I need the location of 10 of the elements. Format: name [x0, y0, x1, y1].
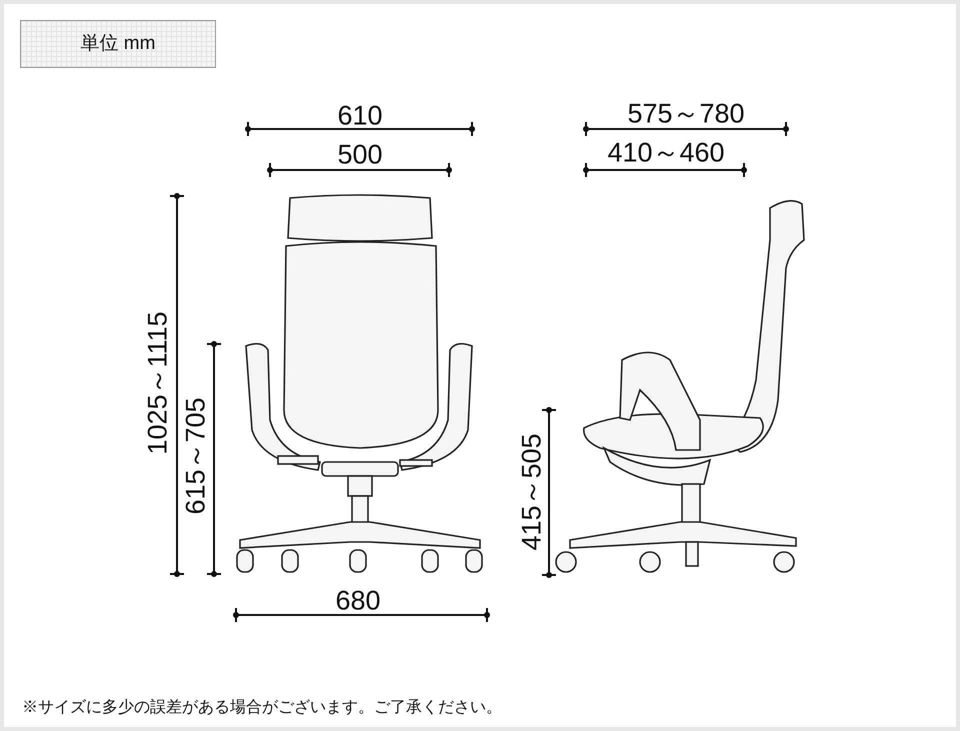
dimension-label: 615～705	[182, 397, 210, 515]
unit-box: 単位 mm	[20, 20, 216, 68]
dimension-label: 680	[335, 588, 381, 614]
dimension-label: 610	[337, 102, 383, 130]
dimension-label: 415～505	[518, 433, 546, 551]
note-text: ※サイズに多少の誤差がある場合がございます。ご了承ください。	[22, 698, 502, 718]
dimension-label: 410～460	[607, 140, 725, 166]
dimension-label: 575～780	[627, 100, 745, 128]
dimension-label: 1025～1115	[144, 311, 172, 455]
dimension-label: 500	[337, 142, 383, 168]
